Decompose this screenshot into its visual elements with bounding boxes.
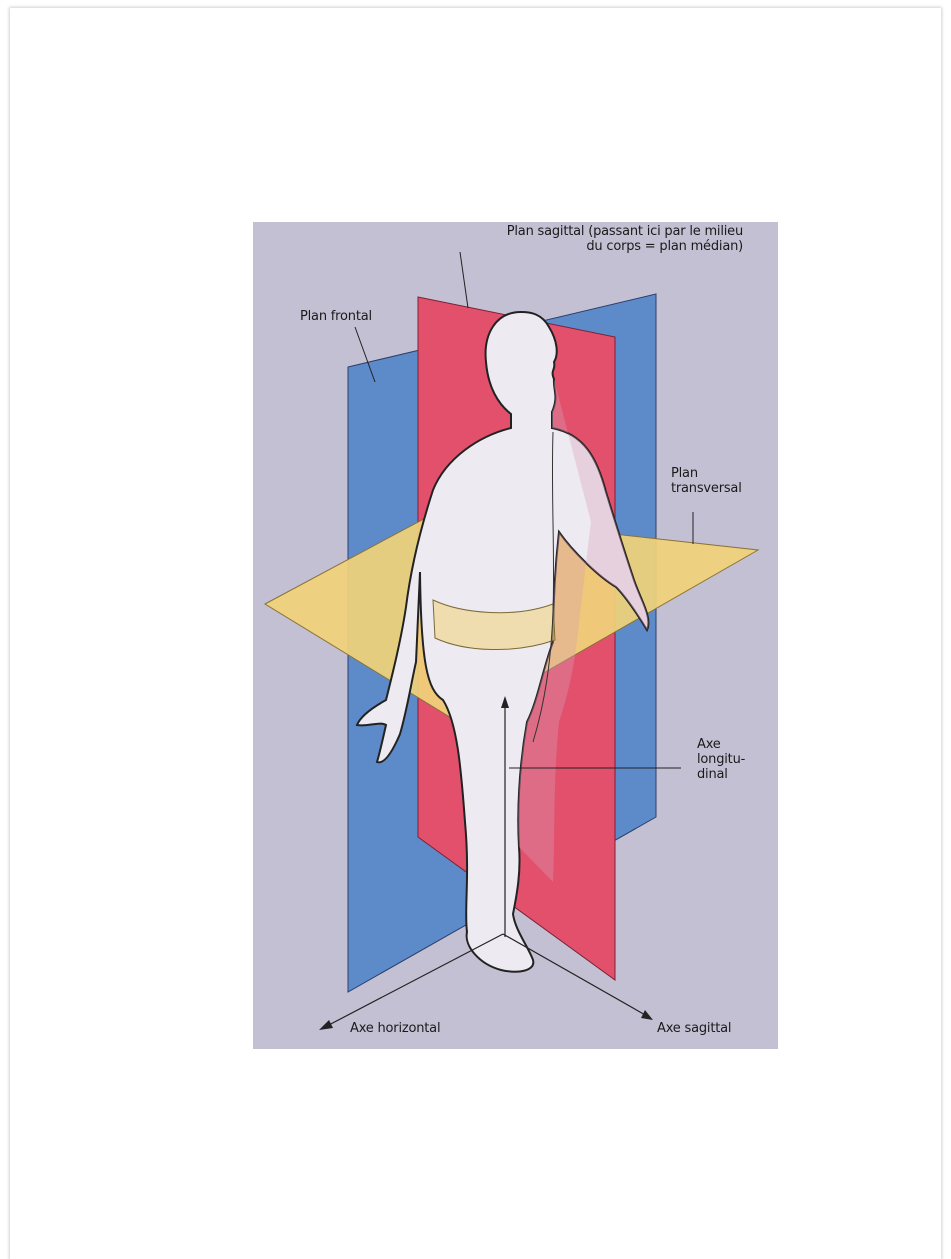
plan-frontal-label: Plan frontal xyxy=(300,309,372,324)
plan-frontal-label-text: Plan frontal xyxy=(300,309,372,324)
plan-sagittal-label: Plan sagittal (passant ici par le milieu… xyxy=(443,224,743,254)
horizontal-axis-arrowhead xyxy=(319,1020,333,1030)
leader-plan-sagittal xyxy=(460,252,468,308)
plan-sagittal-label-line1: Plan sagittal (passant ici par le milieu xyxy=(443,224,743,239)
plan-transversal-label-line2: transversal xyxy=(671,481,742,496)
axe-horizontal-label-text: Axe horizontal xyxy=(350,1021,440,1036)
plan-sagittal-label-line2: du corps = plan médian) xyxy=(443,239,743,254)
axe-longitudinal-label-line3: dinal xyxy=(697,767,745,782)
plan-transversal-label: Plan transversal xyxy=(671,466,742,496)
axe-horizontal-label: Axe horizontal xyxy=(350,1021,440,1036)
axe-longitudinal-label-line2: longitu- xyxy=(697,752,745,767)
axe-longitudinal-label: Axe longitu- dinal xyxy=(697,737,745,782)
anatomical-planes-illustration xyxy=(253,222,778,1049)
anatomical-planes-figure: Plan sagittal (passant ici par le milieu… xyxy=(253,222,778,1049)
page-sheet: Plan sagittal (passant ici par le milieu… xyxy=(10,8,941,1259)
sagittal-axis-arrowhead xyxy=(641,1010,653,1020)
axe-sagittal-label: Axe sagittal xyxy=(657,1021,731,1036)
axe-longitudinal-label-line1: Axe xyxy=(697,737,745,752)
axe-sagittal-label-text: Axe sagittal xyxy=(657,1021,731,1036)
plan-transversal-label-line1: Plan xyxy=(671,466,742,481)
